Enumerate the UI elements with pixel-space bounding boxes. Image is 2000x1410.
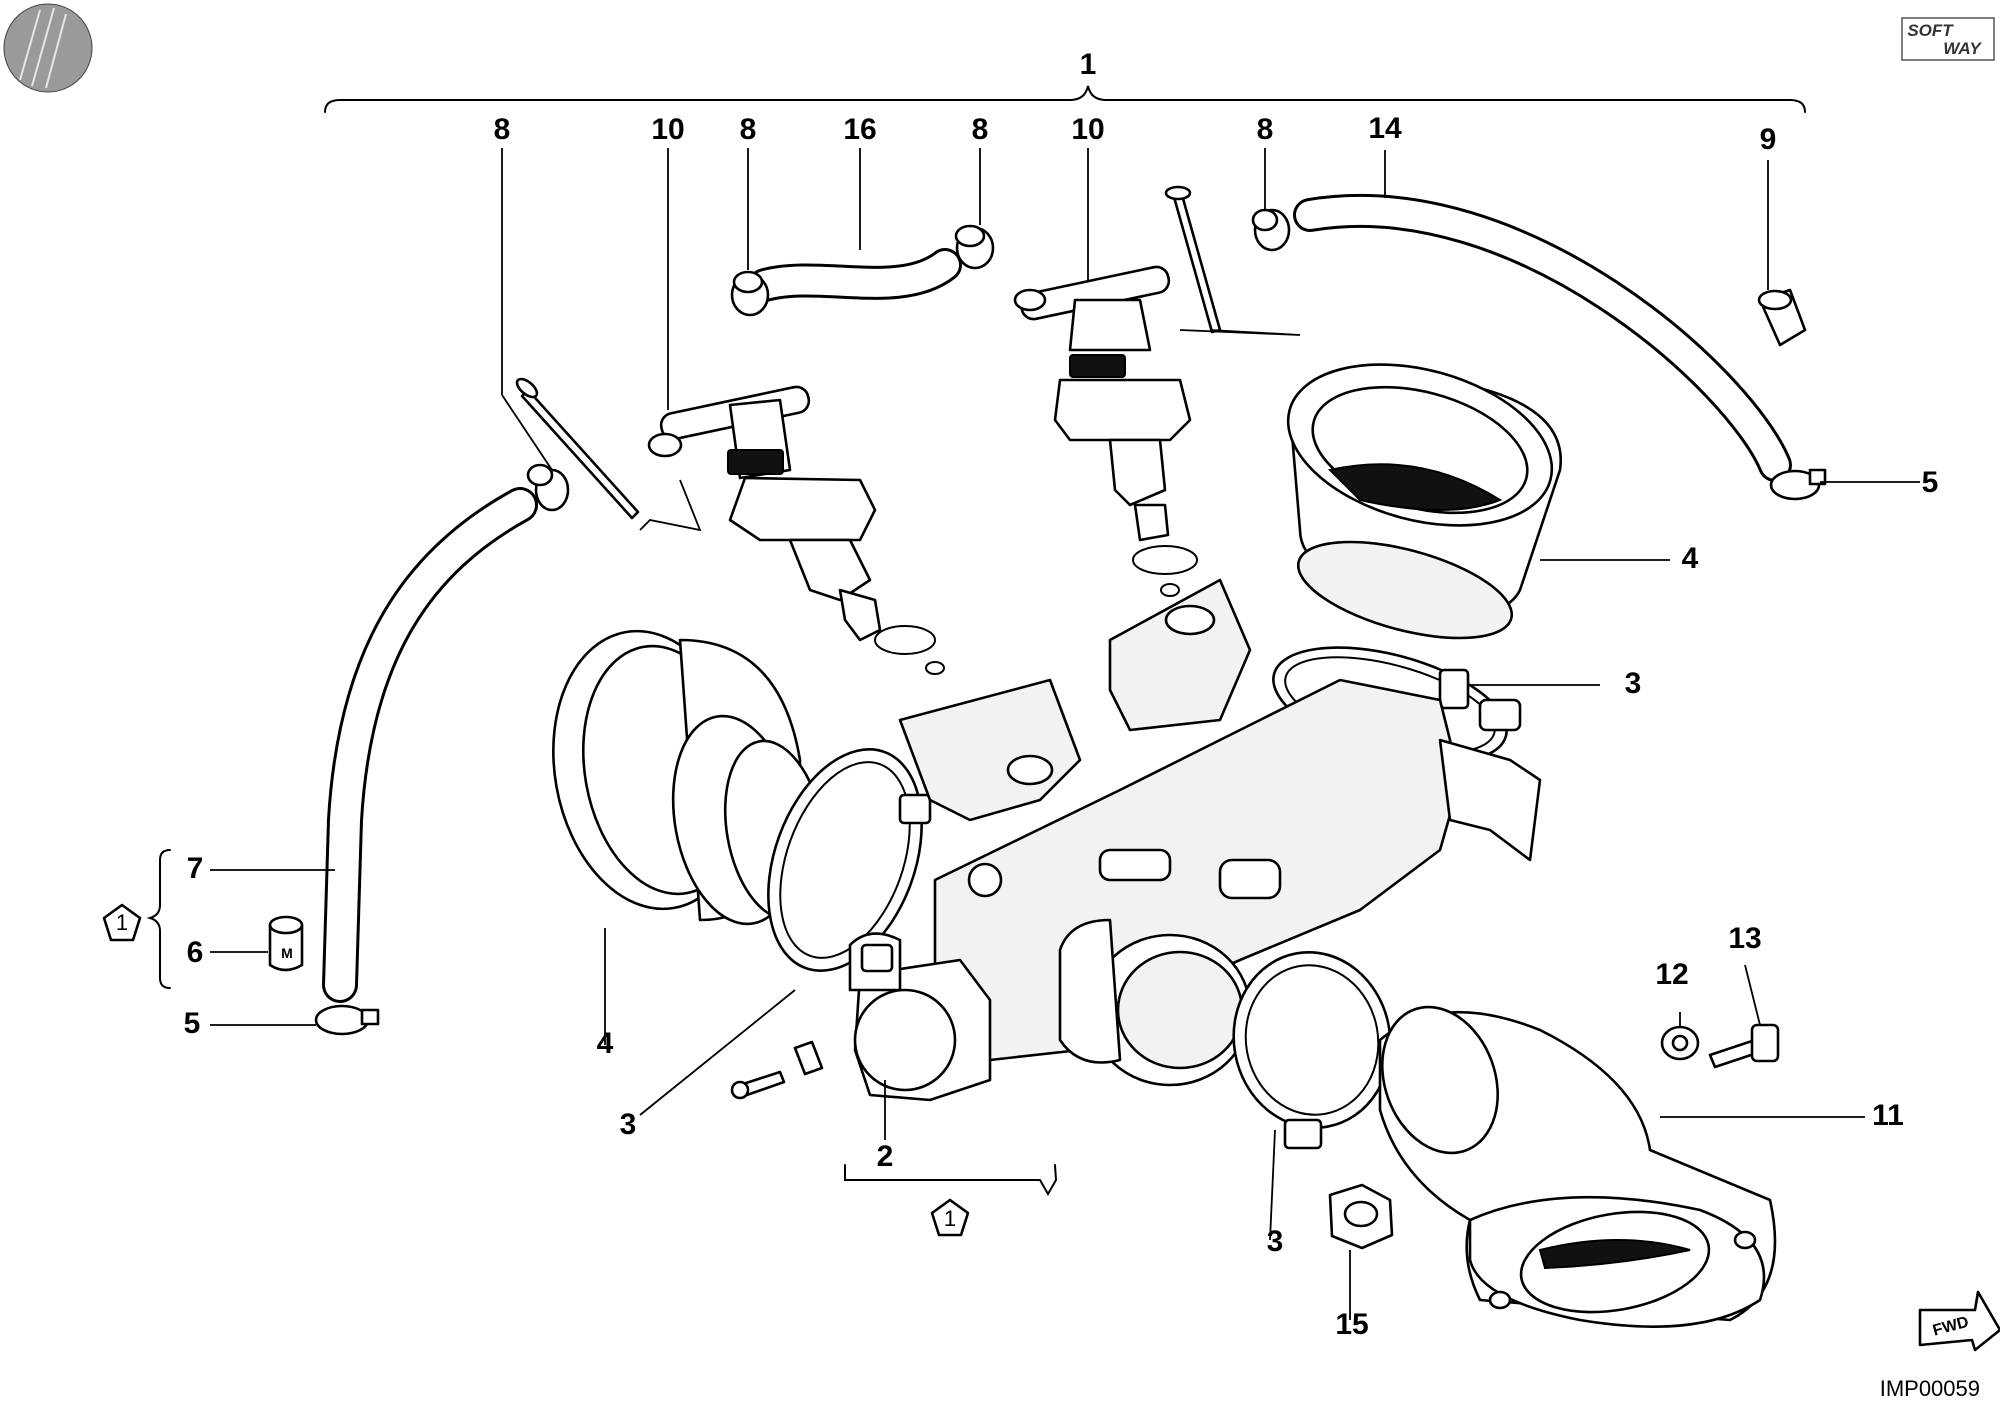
callout-8-b: 8 [740,113,757,146]
callout-13: 13 [1728,922,1761,955]
callout-8-d: 8 [1257,113,1274,146]
group-mark-bottom: 1 [944,1206,956,1231]
callout-10-a: 10 [651,113,684,146]
callout-7: 7 [187,852,204,885]
callout-8-c: 8 [972,113,989,146]
top-group-brace [324,85,1806,113]
injector-holder-left [898,678,1082,822]
hose-clamp-3-lower [1232,950,1392,1150]
hose-14 [1293,193,1792,482]
callout-11: 11 [1872,1099,1904,1132]
callout-3-bottom: 3 [1267,1225,1284,1258]
hose-clamp-8-a [730,270,770,317]
callout-3-right: 3 [1625,667,1642,700]
callout-14: 14 [1368,112,1402,145]
intake-manifold-11 [1378,1005,1777,1328]
screw-right-long [1164,185,1222,334]
callout-4-left: 4 [597,1027,614,1060]
callout-2: 2 [877,1140,894,1173]
callout-8-a: 8 [494,113,511,146]
callout-3-left: 3 [620,1108,637,1141]
hose-clamp-8-b [954,224,995,270]
hose-clamp-9 [1757,288,1807,347]
callout-5-left: 5 [184,1007,201,1040]
bottom-group-bracket: 1 [844,1164,1058,1237]
intake-sleeve-4-right [1286,363,1563,640]
injector-10-right [1013,265,1198,597]
screw-left-long [515,377,640,520]
callout-4-right: 4 [1682,542,1699,575]
clamp-6-marking: M [281,945,293,961]
callout-5-right: 5 [1922,466,1939,499]
callout-1: 1 [1080,48,1097,81]
throttle-position-sensor-2 [848,932,992,1102]
injector-holder-right [1108,578,1252,732]
hose-clamp-8-c [1251,208,1291,252]
group-mark-left: 1 [116,910,128,935]
hose-16 [748,248,962,302]
callout-9: 9 [1760,123,1777,156]
clamp-6: M [268,915,304,972]
logo-line-2: WAY [1943,39,1982,58]
hose-clamp-5-left [314,1004,380,1036]
intake-sleeve-4-left [552,629,827,926]
logo-line-1: SOFT [1907,21,1954,40]
callout-12: 12 [1655,958,1688,991]
hose-clamp-5-right [1769,468,1827,501]
softway-logo: SOFT WAY [1901,17,1995,61]
hose-clamp-3-left [767,748,932,972]
hose-7 [322,487,538,1003]
nut-15 [1328,1183,1394,1250]
throttle-body [933,678,1542,1087]
washer-12 [1660,1025,1700,1061]
screw-13 [1708,1023,1780,1069]
injector-10-left [647,385,945,675]
left-group-bracket: 1 [102,849,171,989]
tps-washer [793,1040,824,1076]
callout-6: 6 [187,936,204,969]
callout-15: 15 [1335,1308,1368,1341]
callout-labels: 1 2 3 3 3 4 4 5 5 6 7 8 8 8 8 9 10 10 11… [184,48,1939,1341]
corner-disc-icon [3,3,93,93]
screw-tps [730,1070,786,1100]
callout-16: 16 [843,113,876,146]
leader-lines [210,148,1920,1320]
image-code: IMP00059 [1879,1376,1980,1401]
callout-10-b: 10 [1071,113,1104,146]
fwd-arrow-icon: FWD [1918,1290,2000,1352]
